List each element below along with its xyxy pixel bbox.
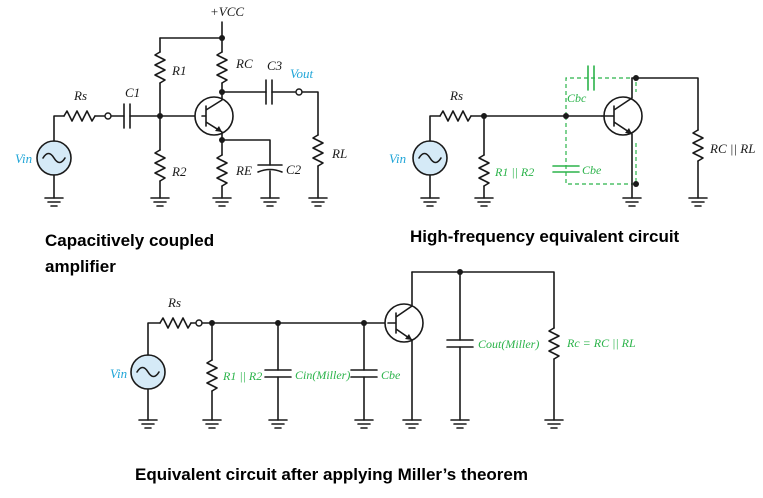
- amp-r1-resistor: [154, 51, 166, 84]
- miller-ground-2: [202, 419, 222, 429]
- hf-equivalent-circuit: Vin Rs R1 || R2 Cbc: [389, 65, 755, 207]
- amp-transistor: [194, 91, 234, 141]
- amp-re-label: RE: [235, 163, 252, 178]
- hf-ground-4: [688, 197, 708, 207]
- amp-rs-resistor: [63, 110, 96, 122]
- hf-ground-3: [622, 197, 642, 207]
- amp-output-terminal: [295, 88, 303, 96]
- hf-cbc-label: Cbc: [567, 91, 587, 105]
- amp-vin-source: [36, 140, 72, 176]
- miller-ground-6: [450, 419, 470, 429]
- miller-ground-5: [402, 419, 422, 429]
- hf-rcrl-label: RC || RL: [709, 141, 755, 156]
- amp-c2-label: C2: [286, 162, 302, 177]
- amp-ground-1: [44, 197, 64, 207]
- hf-rs-resistor: [439, 110, 472, 122]
- amp-rl-label: RL: [331, 146, 347, 161]
- amp-ground-3: [212, 197, 232, 207]
- miller-rc-resistor: [548, 327, 560, 360]
- miller-cin-label: Cin(Miller): [295, 368, 350, 382]
- caption-miller: Equivalent circuit after applying Miller…: [135, 465, 528, 484]
- amp-c3-capacitor: [265, 79, 273, 105]
- miller-cbe-label: Cbe: [381, 368, 401, 382]
- amp-ground-2: [150, 197, 170, 207]
- hf-ground-2: [474, 197, 494, 207]
- amplifier-circuit: Vin Rs C1 R1 R2: [15, 4, 347, 207]
- caption-high-frequency: High-frequency equivalent circuit: [410, 227, 680, 246]
- amp-c3-label: C3: [267, 58, 283, 73]
- amp-r2-resistor: [154, 149, 166, 182]
- amp-c2-capacitor: [257, 164, 283, 173]
- amp-vcc-label: +VCC: [210, 4, 244, 19]
- miller-r1r2-label: R1 || R2: [222, 369, 262, 383]
- miller-vin-source: [130, 354, 166, 390]
- hf-transistor: [601, 77, 643, 185]
- amp-r1-label: R1: [171, 63, 186, 78]
- miller-cout-capacitor: [446, 339, 474, 348]
- miller-r1r2-resistor: [206, 359, 218, 392]
- amp-c1-label: C1: [125, 85, 140, 100]
- miller-rc-label: Rc = RC || RL: [566, 336, 636, 350]
- hf-ground-1: [420, 197, 440, 207]
- miller-cout-label: Cout(Miller): [478, 337, 539, 351]
- amp-re-resistor: [216, 154, 228, 187]
- hf-cbe-label: Cbe: [582, 163, 602, 177]
- miller-transistor: [384, 271, 424, 421]
- amp-c1-capacitor: [123, 103, 131, 129]
- caption-amplifier-line1: Capacitively coupled: [45, 231, 214, 250]
- caption-amplifier-line2: amplifier: [45, 257, 116, 276]
- hf-r1r2-label: R1 || R2: [494, 165, 534, 179]
- amp-vin-label: Vin: [15, 151, 32, 166]
- amp-rl-resistor: [312, 134, 324, 167]
- amp-r2-label: R2: [171, 164, 187, 179]
- miller-cbe-capacitor: [350, 369, 378, 378]
- amp-ground-4: [260, 197, 280, 207]
- miller-cin-capacitor: [264, 369, 292, 378]
- hf-cbc-capacitor: [587, 65, 595, 91]
- miller-vin-label: Vin: [110, 366, 127, 381]
- hf-vin-source: [412, 140, 448, 176]
- miller-ground-3: [268, 419, 288, 429]
- hf-vin-label: Vin: [389, 151, 406, 166]
- amp-rc-resistor: [216, 51, 228, 84]
- hf-rs-label: Rs: [449, 88, 463, 103]
- hf-r1r2-resistor: [478, 154, 490, 187]
- miller-input-terminal: [195, 319, 203, 327]
- amp-rc-label: RC: [235, 56, 253, 71]
- amp-vout-label: Vout: [290, 66, 314, 81]
- hf-cbe-capacitor: [552, 165, 580, 173]
- miller-ground-1: [138, 419, 158, 429]
- miller-rs-label: Rs: [167, 295, 181, 310]
- miller-ground-7: [544, 419, 564, 429]
- miller-rs-resistor: [159, 317, 192, 329]
- amp-ground-5: [308, 197, 328, 207]
- amp-rs-label: Rs: [73, 88, 87, 103]
- miller-equivalent-circuit: Vin Rs R1 || R2 Cin(Miller): [110, 269, 636, 429]
- amp-input-terminal: [104, 112, 112, 120]
- hf-rcrl-resistor: [692, 129, 704, 162]
- miller-ground-4: [354, 419, 374, 429]
